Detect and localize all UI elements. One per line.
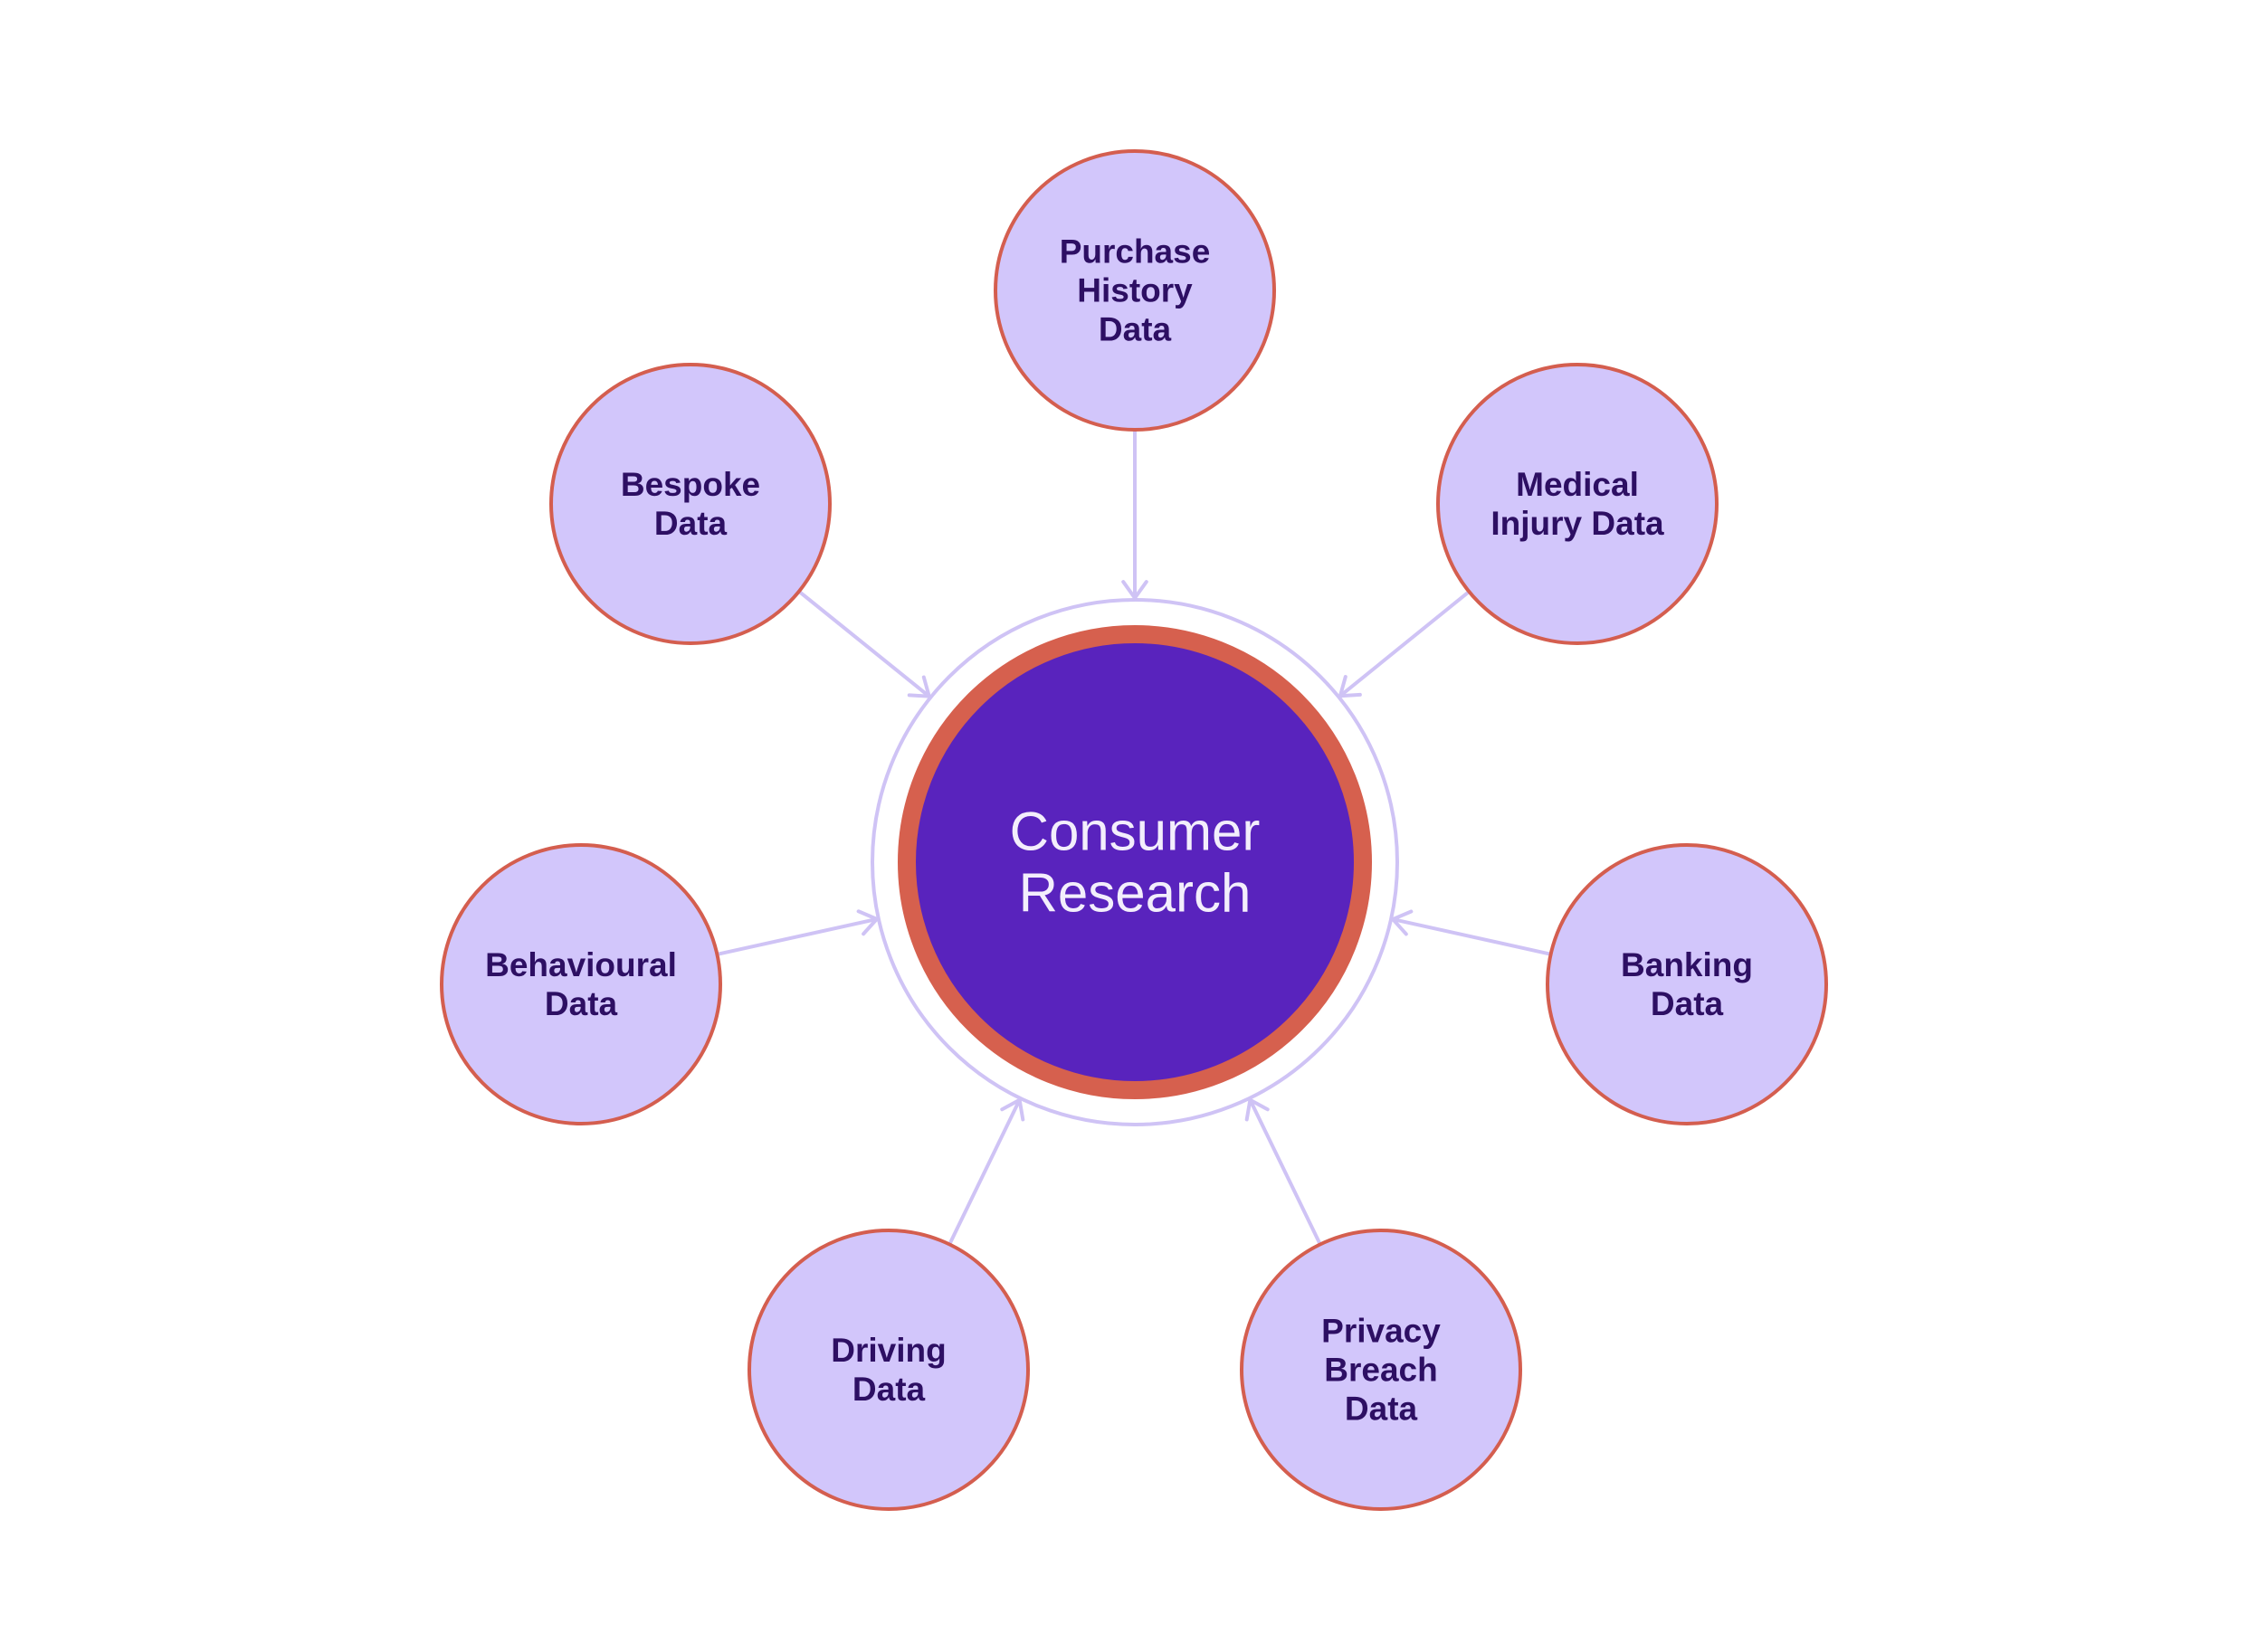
node-label-driving: Driving xyxy=(831,1332,946,1369)
connector-privacy-breach xyxy=(1248,1097,1321,1245)
hub-outer-ring xyxy=(871,598,1399,1126)
connector-driving xyxy=(948,1097,1022,1245)
connector-bespoke xyxy=(798,590,931,698)
node-label-behavioural: Behavioural xyxy=(485,946,677,983)
node-circle-bespoke xyxy=(549,363,832,645)
node-label-behavioural: Data xyxy=(545,985,618,1022)
node-label-purchase-history: History xyxy=(1077,272,1193,309)
node-circle-behavioural xyxy=(440,843,722,1125)
node-label-privacy-breach: Privacy xyxy=(1321,1313,1441,1350)
node-label-bespoke: Data xyxy=(654,505,728,542)
node-circle-banking xyxy=(1546,843,1828,1125)
node-label-driving: Data xyxy=(852,1371,926,1408)
node-label-purchase-history: Data xyxy=(1099,311,1172,348)
connector-medical-injury xyxy=(1338,591,1470,698)
node-circle-medical-injury xyxy=(1436,363,1719,645)
connector-banking xyxy=(1391,917,1551,956)
hub-title-line: Research xyxy=(1019,863,1252,924)
node-label-privacy-breach: Breach xyxy=(1324,1352,1437,1389)
node-label-banking: Data xyxy=(1651,985,1724,1022)
hub-circle xyxy=(898,625,1372,1099)
hub-title-line: Consumer xyxy=(1010,802,1261,862)
node-label-privacy-breach: Data xyxy=(1345,1391,1418,1428)
node-label-purchase-history: Purchase xyxy=(1060,233,1211,271)
node-label-bespoke: Bespoke xyxy=(621,466,760,503)
node-label-medical-injury: Medical xyxy=(1516,466,1639,503)
node-label-medical-injury: Injury Data xyxy=(1490,505,1664,542)
node-circle-privacy-breach xyxy=(1240,1229,1522,1511)
node-label-banking: Banking xyxy=(1621,946,1753,983)
node-circle-purchase-history xyxy=(994,149,1276,432)
connector-behavioural xyxy=(717,916,879,956)
node-circle-driving xyxy=(748,1229,1030,1511)
